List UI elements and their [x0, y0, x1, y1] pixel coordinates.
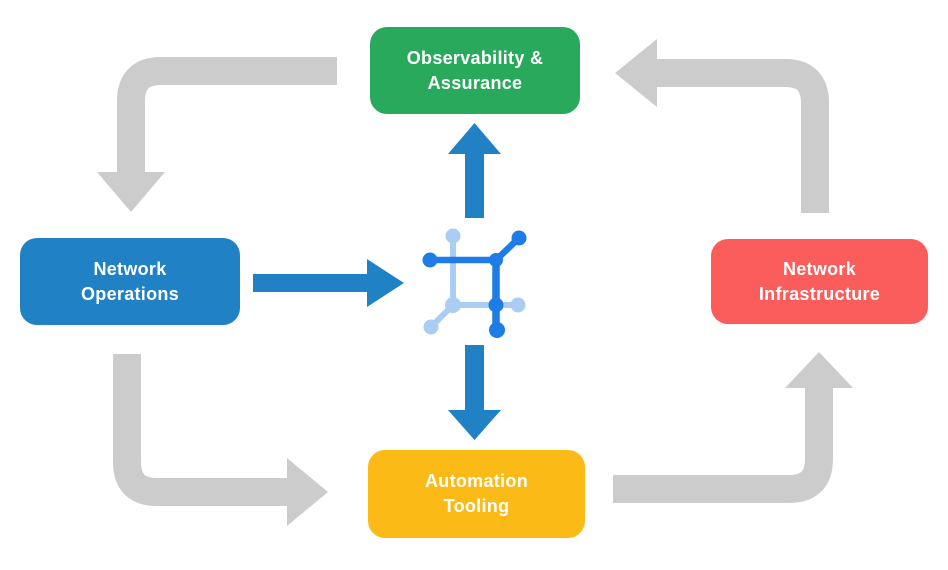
- arrowhead-down: [448, 410, 501, 440]
- arrowhead-right: [367, 259, 404, 307]
- observability-label-line1: Observability &: [406, 47, 544, 68]
- arrow-operations-to-platform: [253, 259, 404, 307]
- observability-assurance-box: Observability & Assurance: [370, 27, 580, 114]
- arrow-infrastructure-to-observability: [615, 39, 829, 213]
- arrow-automation-to-infrastructure: [613, 352, 853, 503]
- network-operations-box: Network Operations: [20, 238, 240, 325]
- network-mesh-icon: [422, 228, 527, 338]
- observability-label-line2: Assurance: [427, 72, 523, 93]
- automation-label-line1: Automation: [425, 471, 528, 491]
- operations-label-line2: Operations: [80, 283, 180, 304]
- arrow-operations-to-automation: [113, 354, 328, 526]
- infrastructure-label-line2: Infrastructure: [758, 283, 881, 304]
- arrowhead-up: [785, 352, 853, 388]
- arrowhead-down: [97, 172, 165, 212]
- arrowhead-up: [448, 123, 501, 154]
- network-infrastructure-box: Network Infrastructure: [711, 239, 928, 324]
- infrastructure-label-line1: Network: [782, 258, 857, 279]
- operations-label-line1: Network: [93, 258, 167, 279]
- automation-tooling-box: Automation Tooling: [368, 450, 585, 538]
- network-mesh-icon-blue-lines: [422, 230, 527, 338]
- network-mesh-icon-light-lines: [423, 228, 526, 335]
- arrow-platform-to-observability: [448, 123, 501, 218]
- automation-label-line2: Tooling: [443, 496, 510, 516]
- arrow-platform-to-automation: [448, 345, 501, 440]
- arrow-observability-to-operations: [97, 57, 337, 212]
- arrowhead-right: [287, 458, 328, 526]
- arrowhead-left: [615, 39, 657, 107]
